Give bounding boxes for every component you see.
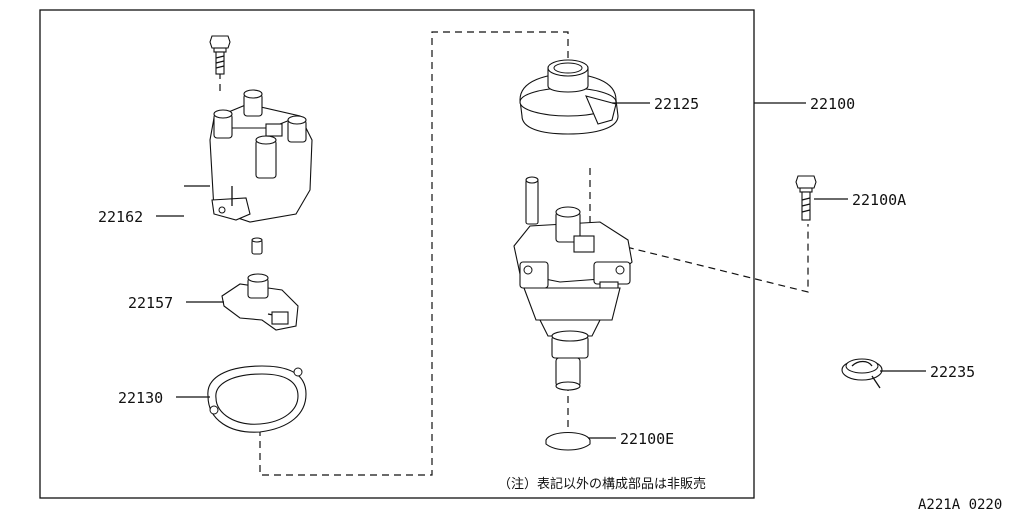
footnote: （注）表記以外の構成部品は非販売 bbox=[498, 476, 706, 492]
clip-22235-icon bbox=[841, 358, 883, 389]
part-number-22162: 22162 bbox=[98, 208, 143, 226]
part-number-22100E: 22100E bbox=[620, 430, 674, 448]
dashed-connector bbox=[259, 31, 569, 476]
boot-icon bbox=[545, 431, 591, 451]
seal-cover-icon bbox=[519, 59, 619, 135]
rotor-pin-icon bbox=[251, 237, 263, 255]
dashed-connector-bolt bbox=[589, 168, 809, 293]
rotor-icon bbox=[221, 273, 299, 331]
part-number-22235: 22235 bbox=[930, 363, 975, 381]
part-number-22125: 22125 bbox=[654, 95, 699, 113]
distributor-body-icon bbox=[513, 176, 633, 391]
part-number-22100A: 22100A bbox=[852, 191, 906, 209]
part-number-22100: 22100 bbox=[810, 95, 855, 113]
part-number-22130: 22130 bbox=[118, 389, 163, 407]
cap-bolt-icon bbox=[209, 35, 231, 75]
bolt-22100A-icon bbox=[795, 175, 817, 221]
gasket-icon bbox=[207, 365, 307, 433]
diagram-frame bbox=[39, 9, 755, 499]
distributor-cap-icon bbox=[209, 89, 313, 223]
figure-code: A221A 0220 bbox=[918, 497, 1002, 512]
part-number-22157: 22157 bbox=[128, 294, 173, 312]
